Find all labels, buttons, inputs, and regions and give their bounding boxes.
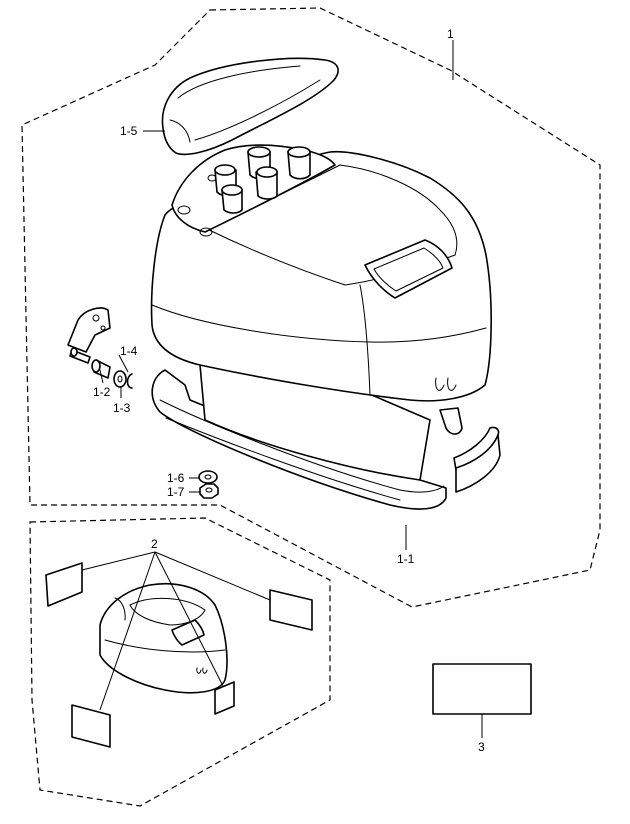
decal-bottom-left	[71, 704, 111, 748]
callout-2: 2	[151, 537, 158, 551]
bracket-assembly	[67, 307, 133, 389]
callout-3: 3	[478, 740, 485, 754]
callout-1-5: 1-5	[120, 124, 138, 138]
cowl-bosses	[177, 146, 311, 237]
callout-1-6: 1-6	[167, 471, 185, 485]
decal-kit-drawing	[45, 562, 313, 748]
label-plate	[432, 663, 532, 715]
callout-1-2: 1-2	[93, 385, 111, 399]
washer-nut	[198, 470, 219, 499]
kit-1-boundary	[21, 7, 601, 608]
callout-1-7: 1-7	[167, 485, 185, 499]
callout-1: 1	[447, 27, 454, 41]
callout-1-3: 1-3	[113, 401, 131, 415]
decal-left	[45, 562, 83, 607]
decal-right	[269, 589, 313, 631]
kit-2-boundary	[29, 517, 331, 807]
callout-1-4: 1-4	[120, 344, 138, 358]
callout-1-1: 1-1	[397, 552, 415, 566]
engine-cowl-part	[150, 144, 501, 510]
top-cover-part	[161, 57, 339, 156]
leader-lines	[81, 40, 483, 738]
decal-bottom-right	[214, 681, 235, 715]
